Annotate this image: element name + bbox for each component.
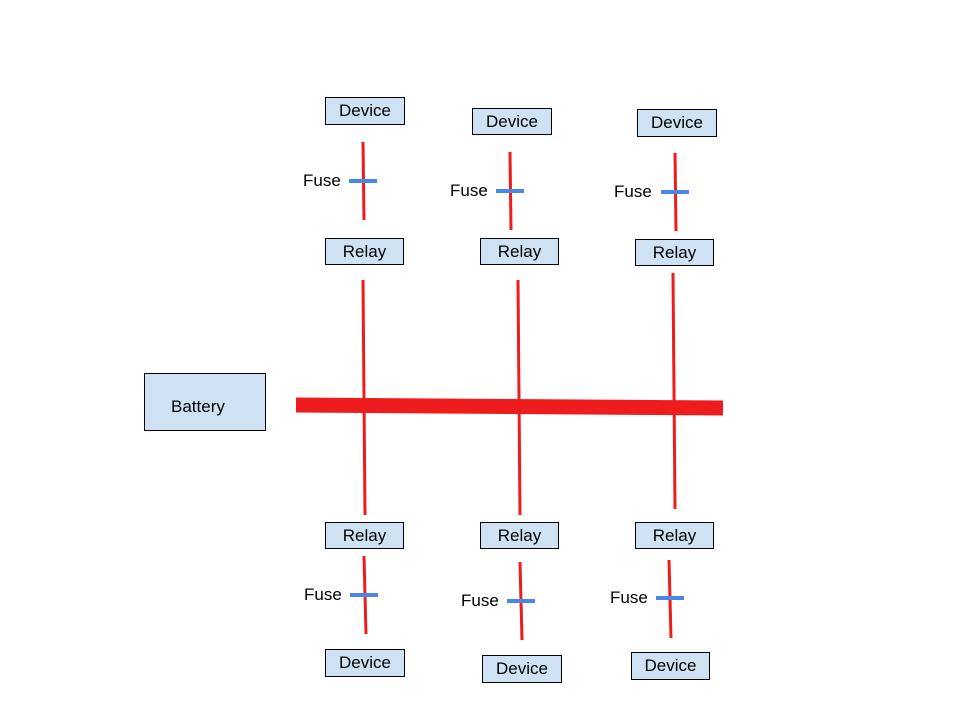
device-top-3: Device <box>637 109 717 137</box>
fuse-label-top-2: Fuse <box>450 181 488 200</box>
device-label: Device <box>651 113 703 132</box>
device-label: Device <box>339 101 391 120</box>
fuse-label-bottom-1: Fuse <box>304 585 342 604</box>
bus-bar <box>295 397 724 416</box>
device-bottom-2: Device <box>482 655 562 683</box>
device-top-2: Device <box>472 108 552 135</box>
fuse-label-top-1: Fuse <box>303 171 341 190</box>
device-label: Device <box>339 653 391 672</box>
relay-label: Relay <box>497 525 542 545</box>
fuse-label-top-3: Fuse <box>614 182 652 201</box>
relay-bottom-3: Relay <box>635 522 714 549</box>
device-bottom-1: Device <box>325 649 405 677</box>
battery-box: Battery <box>144 373 266 431</box>
battery-label: Battery <box>171 397 225 416</box>
relay-label: Relay <box>652 525 697 545</box>
device-bottom-3: Device <box>631 652 710 680</box>
device-label: Device <box>496 659 548 678</box>
relay-top-1: Relay <box>325 238 404 265</box>
device-top-1: Device <box>325 97 405 125</box>
device-label: Device <box>644 656 697 675</box>
relay-label: Relay <box>652 242 697 262</box>
relay-label: Relay <box>342 525 387 545</box>
relay-top-2: Relay <box>480 238 559 265</box>
relay-bottom-1: Relay <box>325 522 404 549</box>
device-label: Device <box>486 111 538 131</box>
wire-bus-to-relay-top-1 <box>361 279 367 516</box>
wire-bus-to-relay-top-3 <box>671 272 677 510</box>
fuse-label-bottom-3: Fuse <box>610 588 648 607</box>
relay-label: Relay <box>342 241 387 261</box>
relay-label: Relay <box>497 241 542 261</box>
relay-bottom-2: Relay <box>480 522 559 549</box>
wire-bus-to-relay-top-2 <box>516 279 522 516</box>
fuse-label-bottom-2: Fuse <box>461 591 499 610</box>
relay-top-3: Relay <box>635 239 714 266</box>
